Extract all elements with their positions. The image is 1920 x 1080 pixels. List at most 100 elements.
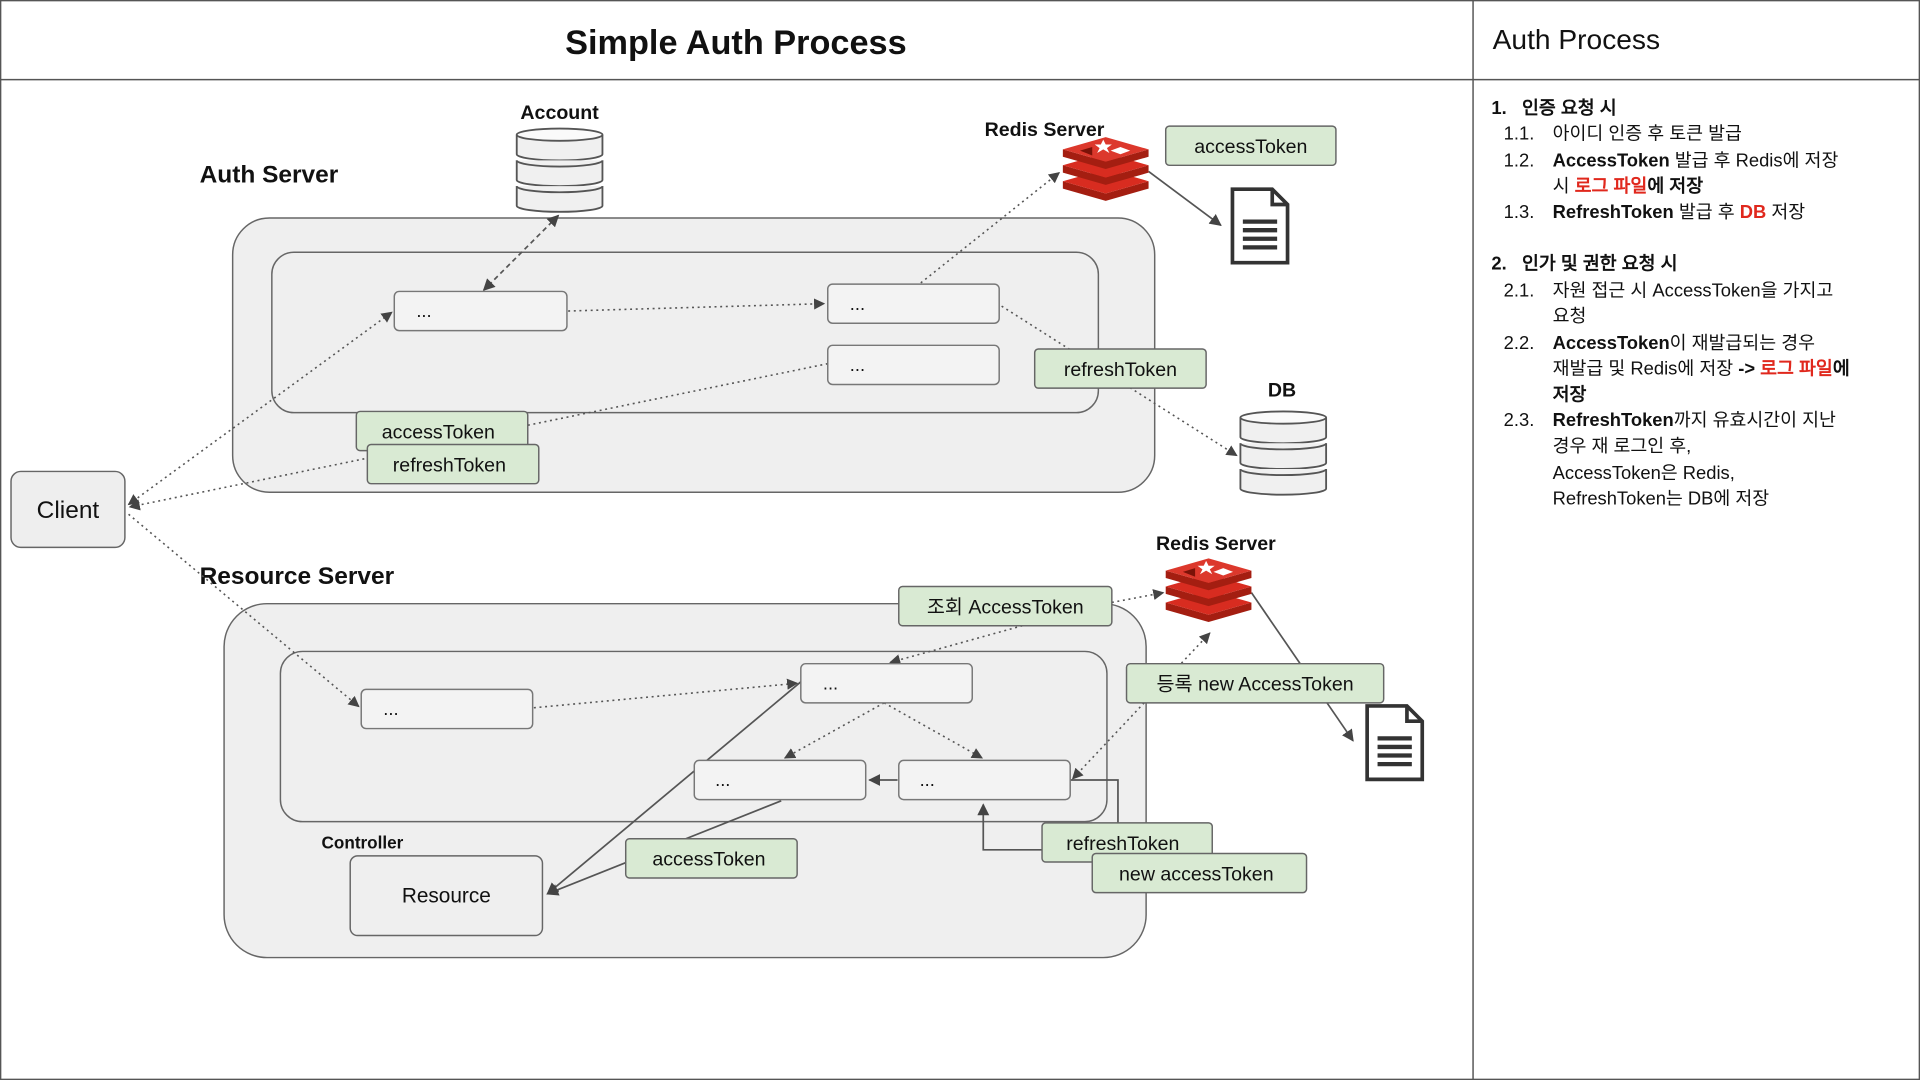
resource-node-1-label: ... <box>383 698 398 719</box>
step-text-line: AccessToken은 Redis, <box>1553 462 1735 483</box>
step-text: 자원 접근 시 AccessToken을 가지고 <box>1553 279 1834 300</box>
step-text-line: 요청 <box>1553 305 1587 326</box>
auth-node-1 <box>393 290 568 332</box>
resource-node-3-label: ... <box>715 769 730 790</box>
redis-access-token-label: accessToken <box>1194 136 1307 158</box>
auth-refresh-token-label: refreshToken <box>393 454 506 476</box>
auth-server-label: Auth Server <box>200 161 339 188</box>
step-text-highlight: 로그 파일 <box>1575 175 1648 196</box>
db-refresh-token-label: refreshToken <box>1064 359 1177 381</box>
register-access-token-label: 등록 new AccessToken <box>1157 674 1354 696</box>
resource-node-3 <box>693 759 867 801</box>
connector-resource-node1-node2 <box>533 678 799 709</box>
panel-title: Auth Process <box>1493 24 1660 55</box>
database-icon <box>1239 410 1328 496</box>
step-text: 요청 <box>1553 305 1587 326</box>
resource-node-2 <box>800 662 973 704</box>
resource-node-4-label: ... <box>920 769 935 790</box>
new-access-token-label: new accessToken <box>1119 863 1274 885</box>
auth-server-inner <box>271 251 1100 414</box>
step-number: 2.3. <box>1504 409 1535 430</box>
auth-redis-label: Redis Server <box>985 119 1105 141</box>
step-text-bold: -> <box>1738 358 1760 379</box>
step-heading: 인증 요청 시 <box>1522 97 1617 118</box>
account-db-label: Account <box>520 102 599 124</box>
redis-icon <box>1165 558 1252 623</box>
resource-access-token-label: accessToken <box>652 849 765 871</box>
step-text-line: 저장 <box>1553 383 1587 404</box>
connector-node2-node3 <box>783 702 885 759</box>
step-number: 1.2. <box>1504 150 1535 171</box>
log-file-icon <box>1367 706 1422 779</box>
step-text-line: RefreshToken 발급 후 DB 저장 <box>1553 201 1806 222</box>
step-text: 인가 및 권한 요청 시 <box>1522 252 1678 273</box>
resource-refresh-token-label: refreshToken <box>1066 833 1179 855</box>
resource-node-1 <box>360 688 534 730</box>
connector-account-auth-node <box>482 214 560 292</box>
redis-icon <box>1062 137 1149 201</box>
step-text-line: 시 로그 파일에 저장 <box>1553 175 1704 196</box>
resource-node-4 <box>898 759 1071 801</box>
step-text: 경우 재 로그인 후, <box>1553 435 1692 456</box>
db-refresh-token <box>1033 348 1207 389</box>
step-text-bold: 에 저장 <box>1647 175 1703 196</box>
auth-refresh-token <box>366 443 540 485</box>
new-access-token <box>1091 852 1308 894</box>
lookup-access-token <box>898 585 1113 627</box>
auth-process-panel: Auth Process 1. 인증 요청 시 1.1. 아이디 인증 후 토큰… <box>1491 24 1849 509</box>
step-text-line: 재발급 및 Redis에 저장 -> 로그 파일에 <box>1553 358 1850 379</box>
resource-node-2-label: ... <box>823 672 838 693</box>
resource-box <box>349 855 544 937</box>
auth-node-2-label: ... <box>850 293 865 314</box>
step-text: 까지 유효시간이 지난 <box>1674 409 1836 430</box>
step-text-highlight: 로그 파일 <box>1760 358 1833 379</box>
step-text-bold: 에 <box>1833 358 1850 379</box>
step-text-bold: RefreshToken <box>1553 201 1674 222</box>
step-text: 발급 후 Redis에 저장 <box>1670 150 1839 171</box>
step-text-line: RefreshToken까지 유효시간이 지난 <box>1553 409 1836 430</box>
database-icon <box>515 127 604 213</box>
step-number: 1. <box>1491 97 1506 118</box>
step-text-bold: 저장 <box>1553 383 1587 404</box>
auth-node-2 <box>827 283 1000 324</box>
step-number: 1.1. <box>1504 123 1535 144</box>
resource-redis-label: Redis Server <box>1156 533 1276 555</box>
step-text: 시 <box>1553 175 1575 196</box>
step-number: 2.1. <box>1504 279 1535 300</box>
lookup-access-token-label: 조회 AccessToken <box>927 596 1084 618</box>
step-text-line: 아이디 인증 후 토큰 발급 <box>1553 123 1742 144</box>
step-text-bold: RefreshToken <box>1553 409 1674 430</box>
auth-node-3 <box>827 344 1000 386</box>
connector-redis-log <box>1148 170 1222 227</box>
auth-node-3-label: ... <box>850 354 865 375</box>
step-number: 2. <box>1491 252 1506 273</box>
step-text: 인증 요청 시 <box>1522 97 1617 118</box>
step-text-line: AccessToken이 재발급되는 경우 <box>1553 332 1815 353</box>
connector-node2-resource <box>546 680 803 895</box>
page-title: Simple Auth Process <box>565 24 907 62</box>
resource-server-label: Resource Server <box>200 563 395 590</box>
register-access-token <box>1125 662 1385 704</box>
connector-node2-node4 <box>883 702 984 759</box>
step-text-line: AccessToken 발급 후 Redis에 저장 <box>1553 150 1839 171</box>
resource-access-token <box>624 838 798 879</box>
step-text-bold: AccessToken <box>1553 332 1670 353</box>
step-text-highlight: DB <box>1740 201 1767 222</box>
resource-label: Resource <box>402 884 491 907</box>
controller-label: Controller <box>322 833 404 853</box>
client-box <box>10 470 126 549</box>
step-text: AccessToken은 Redis, <box>1553 462 1735 483</box>
log-file-icon <box>1232 189 1287 262</box>
step-text-line: RefreshToken는 DB에 저장 <box>1553 487 1770 508</box>
step-number: 1.3. <box>1504 201 1535 222</box>
connector-lookup-node2 <box>889 624 1023 666</box>
step-text: 이 재발급되는 경우 <box>1670 332 1815 353</box>
step-text-line: 경우 재 로그인 후, <box>1553 435 1692 456</box>
redis-access-token <box>1164 125 1337 167</box>
auth-access-token-label: accessToken <box>382 421 495 443</box>
client-label: Client <box>37 497 100 524</box>
connector-client-auth-node <box>127 311 393 506</box>
step-text: 발급 후 <box>1674 201 1740 222</box>
